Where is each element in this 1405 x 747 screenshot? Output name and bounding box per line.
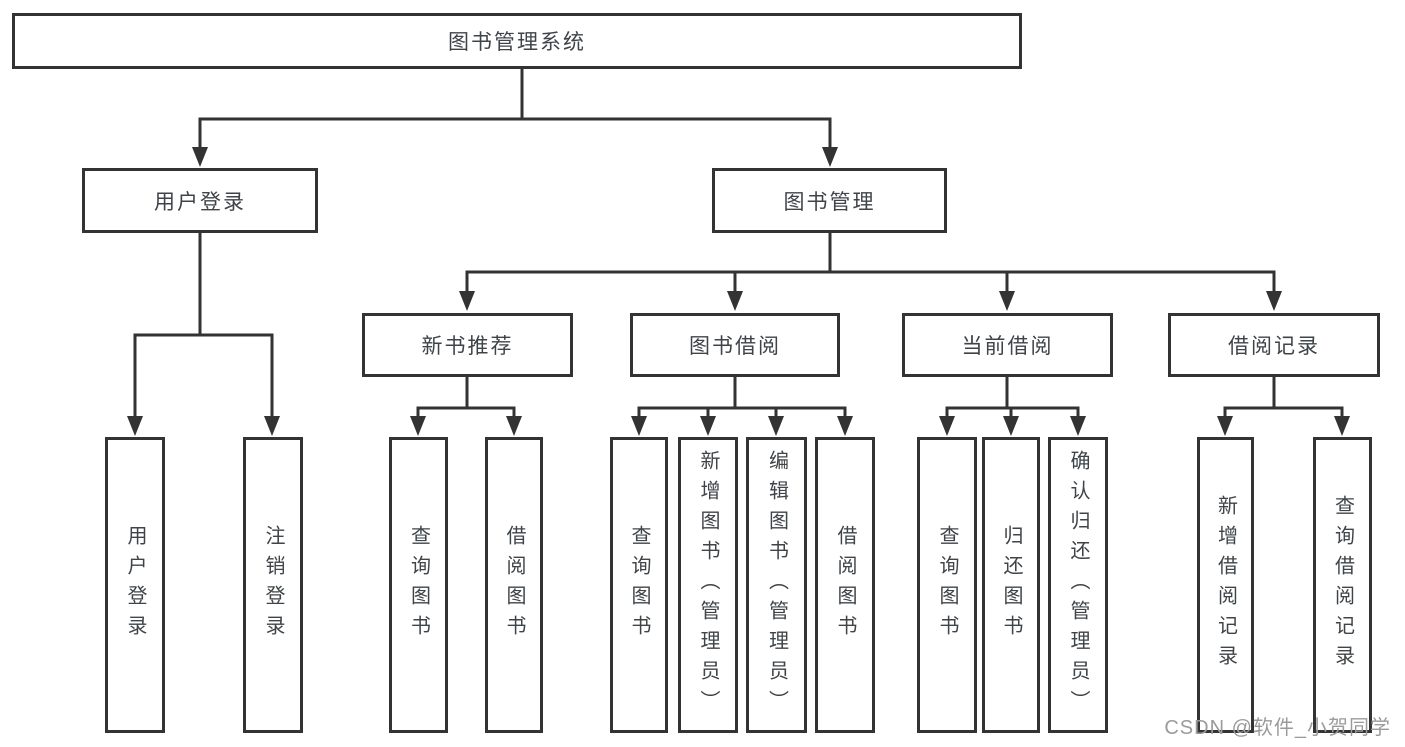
connector-new-book-children <box>416 377 516 418</box>
leaf-borrow-books-recommend-label: 借阅图书 <box>503 525 525 645</box>
node-book-management: 图书管理 <box>712 168 947 233</box>
leaf-add-borrow-record: 新增借阅记录 <box>1197 437 1254 733</box>
leaf-confirm-return-admin-label: 确认归还（管理员） <box>1067 450 1089 720</box>
connector-book-management-children <box>465 233 1276 294</box>
leaf-borrow-books-recommend: 借阅图书 <box>485 437 543 733</box>
node-user-login: 用户登录 <box>82 168 318 233</box>
leaf-return-book-label: 归还图书 <box>1000 525 1022 645</box>
arrowhead <box>1217 416 1233 436</box>
arrowhead <box>264 416 280 436</box>
leaf-confirm-return-admin: 确认归还（管理员） <box>1048 437 1108 733</box>
leaf-edit-book-admin: 编辑图书（管理员） <box>746 437 807 733</box>
arrowhead <box>727 291 743 311</box>
connector-book-borrow-children <box>637 377 847 418</box>
arrowhead <box>837 416 853 436</box>
arrowhead <box>768 416 784 436</box>
arrowheads <box>127 147 1350 436</box>
leaf-query-books-borrow: 查询图书 <box>610 437 668 733</box>
arrowhead <box>999 291 1015 311</box>
leaf-query-books-recommend-label: 查询图书 <box>407 525 430 645</box>
leaf-query-borrow-record-label: 查询借阅记录 <box>1331 495 1354 675</box>
node-current-borrow-label: 当前借阅 <box>961 335 1054 358</box>
arrowhead <box>1070 416 1086 436</box>
node-borrow-record-label: 借阅记录 <box>1228 335 1320 358</box>
leaf-query-books-current-label: 查询图书 <box>936 525 958 645</box>
leaf-logout-login: 注销登录 <box>243 437 303 733</box>
connector-root-to-level2 <box>198 68 832 150</box>
node-root-label: 图书管理系统 <box>448 31 586 54</box>
arrowhead <box>127 416 143 436</box>
arrowhead <box>700 416 716 436</box>
arrowhead <box>192 147 208 167</box>
leaf-add-book-admin: 新增图书（管理员） <box>678 437 738 733</box>
leaf-borrow-books-label: 借阅图书 <box>834 525 856 645</box>
csdn-watermark: CSDN @软件_小贺同学 <box>1164 717 1391 739</box>
node-user-login-label: 用户登录 <box>154 190 246 214</box>
connector-user-login-children <box>133 233 274 418</box>
arrowhead <box>1266 291 1282 311</box>
leaf-query-books-current: 查询图书 <box>917 437 977 733</box>
leaf-edit-book-admin-label: 编辑图书（管理员） <box>765 450 788 720</box>
arrowhead <box>822 147 838 167</box>
node-root: 图书管理系统 <box>12 13 1022 69</box>
connector-current-borrow-children <box>945 377 1080 418</box>
arrowhead <box>1003 416 1019 436</box>
node-book-borrow: 图书借阅 <box>630 313 840 377</box>
leaf-add-borrow-record-label: 新增借阅记录 <box>1214 495 1237 675</box>
arrowhead <box>506 416 522 436</box>
leaf-query-borrow-record: 查询借阅记录 <box>1313 437 1372 733</box>
arrowhead <box>1334 416 1350 436</box>
node-book-management-label: 图书管理 <box>783 190 876 214</box>
leaf-logout-login-label: 注销登录 <box>262 525 284 645</box>
arrowhead <box>410 416 426 436</box>
arrowhead <box>939 416 955 436</box>
node-book-borrow-label: 图书借阅 <box>689 335 781 358</box>
node-new-book-recommend-label: 新书推荐 <box>421 335 514 358</box>
leaf-add-book-admin-label: 新增图书（管理员） <box>697 450 719 720</box>
leaf-query-books-borrow-label: 查询图书 <box>628 525 650 645</box>
connector-borrow-record-children <box>1223 377 1344 418</box>
leaf-return-book: 归还图书 <box>982 437 1040 733</box>
leaf-query-books-recommend: 查询图书 <box>389 437 448 733</box>
leaf-user-login-label: 用户登录 <box>124 525 146 645</box>
arrowhead <box>459 291 475 311</box>
node-borrow-record: 借阅记录 <box>1168 313 1380 377</box>
leaf-borrow-books: 借阅图书 <box>815 437 875 733</box>
leaf-user-login: 用户登录 <box>105 437 165 733</box>
arrowhead <box>631 416 647 436</box>
node-current-borrow: 当前借阅 <box>902 313 1113 377</box>
node-new-book-recommend: 新书推荐 <box>362 313 573 377</box>
